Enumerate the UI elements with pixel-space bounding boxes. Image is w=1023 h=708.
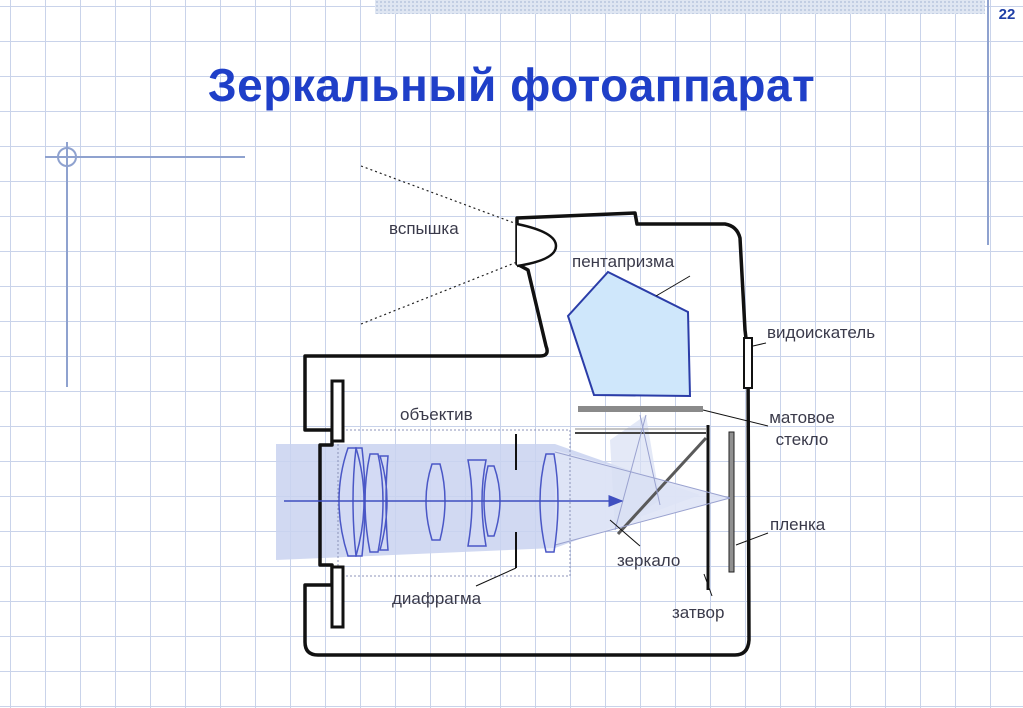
label-focusing-screen-line1: матовое <box>769 408 835 427</box>
camera-body-outline <box>303 211 751 657</box>
leader-lines <box>475 275 769 597</box>
label-film: пленка <box>770 515 826 534</box>
label-aperture: диафрагма <box>392 589 482 608</box>
focusing-screen <box>578 406 703 412</box>
lens-barrel-outline <box>337 429 571 577</box>
reflex-mirror <box>616 436 708 536</box>
lens-mount-lower <box>330 565 345 629</box>
margin-rule-vertical <box>66 142 68 387</box>
margin-rule-horizontal <box>45 156 245 158</box>
header-right-rule <box>987 0 989 245</box>
flash-reflector <box>516 222 558 268</box>
margin-rule-ring <box>57 147 77 167</box>
label-lens: объектив <box>400 405 473 424</box>
flash-ray-upper <box>360 165 518 225</box>
label-viewfinder: видоискатель <box>767 323 876 342</box>
film-plane <box>728 431 735 573</box>
slide-title: Зеркальный фотоаппарат <box>207 59 816 111</box>
label-flash: вспышка <box>389 219 459 238</box>
label-shutter: затвор <box>672 603 725 622</box>
label-mirror: зеркало <box>617 551 681 570</box>
slide-number: 22 <box>998 6 1016 23</box>
viewfinder-eyepiece <box>743 337 753 389</box>
label-pentaprism: пентапризма <box>572 252 675 271</box>
label-focusing-screen-line2: стекло <box>775 430 829 449</box>
lens-mount-upper <box>330 379 345 443</box>
pentaprism-shape <box>566 270 692 398</box>
reflected-rays <box>554 414 731 546</box>
flash-ray-lower <box>360 261 518 325</box>
header-decoration-bar <box>375 0 985 14</box>
